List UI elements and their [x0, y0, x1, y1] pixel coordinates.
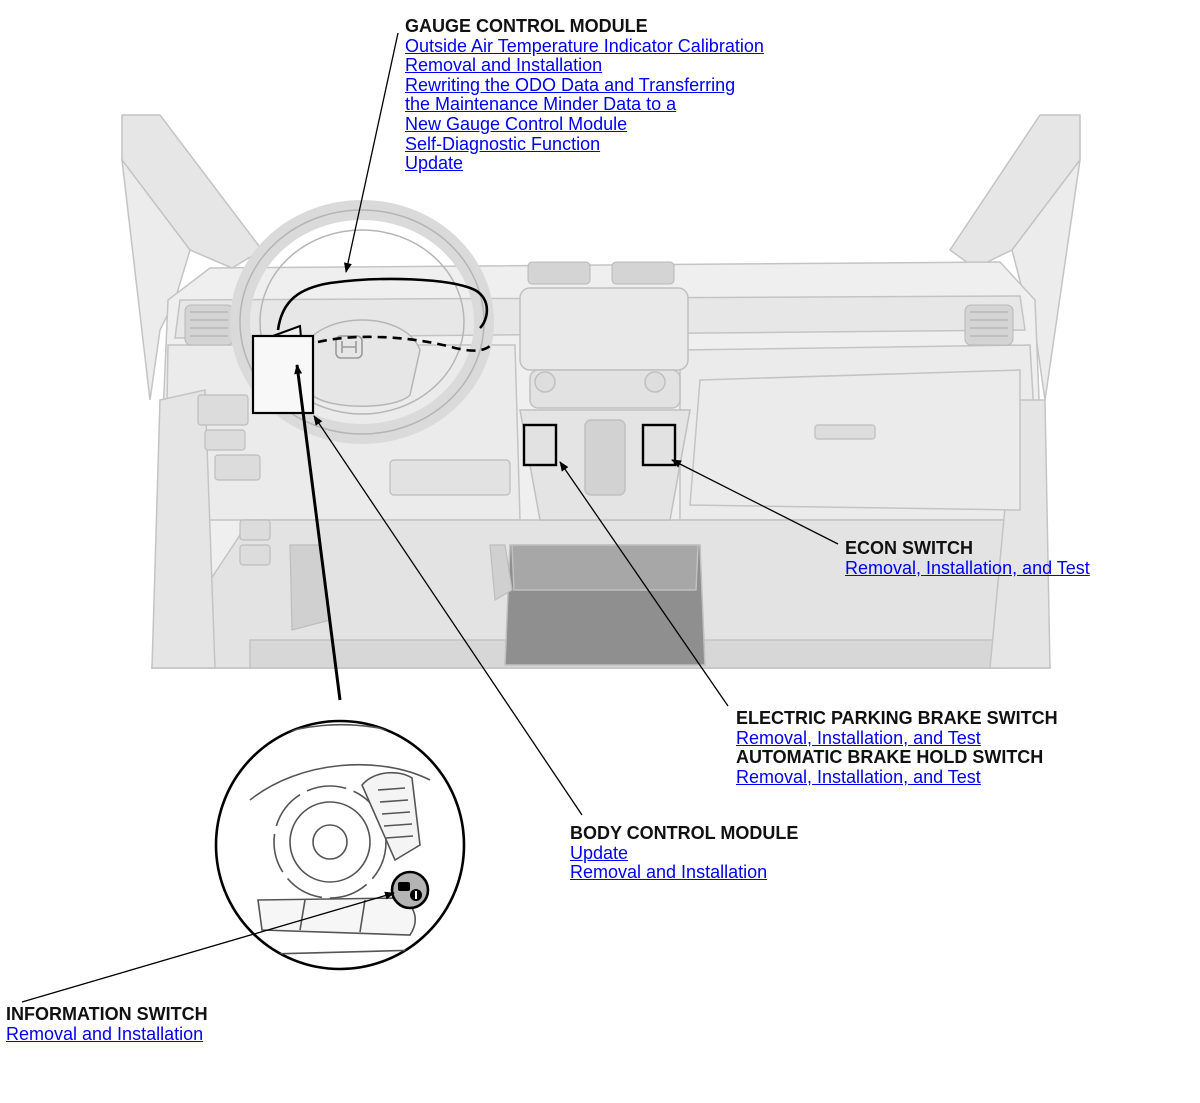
lower-dash-left	[197, 394, 513, 631]
gauge-oat-calibration-link[interactable]: Outside Air Temperature Indicator Calibr…	[405, 35, 764, 56]
econ-removal-installation-test-link[interactable]: Removal, Installation, and Test	[845, 557, 1090, 578]
gauge-rewriting-odo-link-line2[interactable]: the Maintenance Minder Data to a	[405, 94, 677, 115]
center-stack	[504, 287, 706, 666]
body-control-module-callout: BODY CONTROL MODULE Update Removal and I…	[570, 823, 799, 883]
bcm-update-link[interactable]: Update	[570, 842, 629, 863]
econ-switch-title: ECON SWITCH	[845, 538, 973, 558]
econ-switch-box	[641, 423, 677, 467]
bcm-removal-installation-link[interactable]: Removal and Installation	[570, 862, 768, 883]
body-control-module-title: BODY CONTROL MODULE	[570, 823, 799, 843]
epb-removal-installation-test-link[interactable]: Removal, Installation, and Test	[736, 727, 981, 748]
gauge-control-module-callout: GAUGE CONTROL MODULE Outside Air Tempera…	[405, 16, 764, 174]
honda-logo-icon	[335, 335, 363, 359]
parking-brake-callout: ELECTRIC PARKING BRAKE SWITCH Removal, I…	[736, 708, 1058, 787]
glove-box	[689, 369, 1021, 511]
information-switch-removal-installation-link[interactable]: Removal and Installation	[6, 1023, 204, 1044]
gauge-rewriting-odo-link-line1[interactable]: Rewriting the ODO Data and Transferring	[405, 74, 736, 95]
information-switch-detail	[214, 719, 466, 971]
information-switch-icon	[390, 870, 430, 910]
electric-parking-brake-switch-title: ELECTRIC PARKING BRAKE SWITCH	[736, 708, 1058, 728]
electric-parking-brake-switch-box	[522, 423, 558, 467]
gauge-rewriting-odo-link-line3[interactable]: New Gauge Control Module	[405, 113, 628, 134]
gauge-removal-installation-link[interactable]: Removal and Installation	[405, 55, 603, 76]
brake-hold-removal-installation-test-link[interactable]: Removal, Installation, and Test	[736, 766, 981, 787]
information-switch-title: INFORMATION SWITCH	[6, 1004, 208, 1024]
gauge-update-link[interactable]: Update	[405, 153, 464, 174]
gauge-control-module-title: GAUGE CONTROL MODULE	[405, 16, 648, 36]
air-vents	[184, 261, 1014, 346]
automatic-brake-hold-switch-title: AUTOMATIC BRAKE HOLD SWITCH	[736, 747, 1044, 768]
information-switch-callout: INFORMATION SWITCH Removal and Installat…	[6, 1004, 208, 1044]
body-control-module-box	[251, 334, 315, 415]
econ-switch-callout: ECON SWITCH Removal, Installation, and T…	[845, 538, 1090, 578]
gauge-self-diagnostic-link[interactable]: Self-Diagnostic Function	[405, 133, 601, 154]
leader-arrow-icon	[21, 32, 839, 1003]
